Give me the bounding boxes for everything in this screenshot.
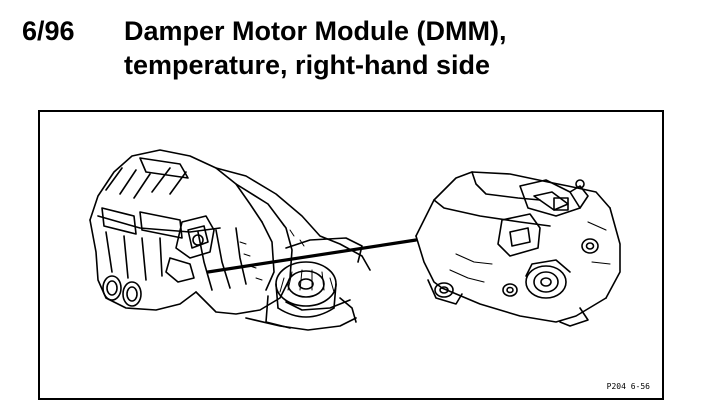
damper-motor-module-drawing <box>415 171 621 327</box>
hvac-housing-drawing <box>89 149 371 331</box>
figure-code: P204 6-56 <box>606 382 650 391</box>
page-number: 6/96 <box>22 16 75 46</box>
blower-fan-drawing <box>265 237 363 329</box>
title-line-2: temperature, right-hand side <box>124 50 491 80</box>
technical-illustration <box>89 149 621 331</box>
page-title: Damper Motor Module (DMM), temperature, … <box>124 14 506 82</box>
leader-line <box>206 238 418 274</box>
title-line-1: Damper Motor Module (DMM), <box>124 16 507 46</box>
figure-frame: P204 6-56 <box>38 110 664 400</box>
